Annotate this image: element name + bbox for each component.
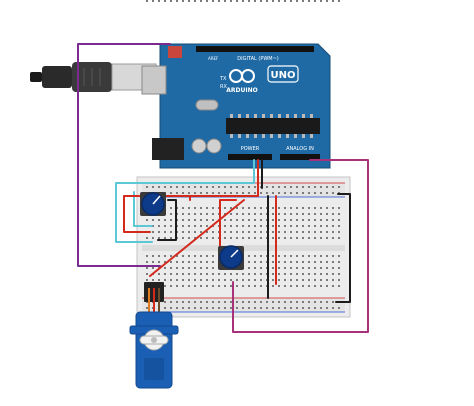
wire-red-2	[149, 199, 245, 277]
power-header-label: POWER	[241, 146, 260, 152]
wire-red-1	[123, 159, 259, 233]
tx-label: TX	[219, 76, 227, 82]
arduino-board: DIGITAL (PWM~) AREF TX RX ARDUINO UNO	[141, 43, 331, 169]
wire-magenta	[232, 159, 369, 333]
potentiometer-1	[140, 192, 166, 216]
rx-label: RX	[220, 84, 227, 90]
potentiometer-2	[218, 245, 244, 270]
microcontroller-chip	[226, 118, 320, 134]
usb-cable	[30, 62, 157, 92]
reset-button-icon	[168, 46, 182, 58]
servo-motor	[129, 311, 179, 389]
wires	[77, 43, 369, 333]
model-label: UNO	[271, 70, 296, 81]
wire-black-3	[157, 199, 177, 241]
analog-header-label: ANALOG IN	[286, 146, 314, 152]
wire-red-3	[219, 199, 237, 267]
analog-header-pins	[280, 154, 320, 160]
digital-header-label: DIGITAL (PWM~)	[237, 56, 279, 62]
wire-cyan-2	[133, 191, 153, 227]
digital-header-pins	[196, 46, 314, 52]
wire-cyan-1	[115, 159, 255, 243]
power-header-pins	[228, 154, 272, 160]
wire-purple	[77, 43, 171, 267]
wire-black-2	[335, 193, 351, 303]
brand-label: ARDUINO	[226, 87, 257, 94]
aref-label: AREF	[208, 56, 219, 61]
arduino-logo-icon	[229, 69, 255, 83]
